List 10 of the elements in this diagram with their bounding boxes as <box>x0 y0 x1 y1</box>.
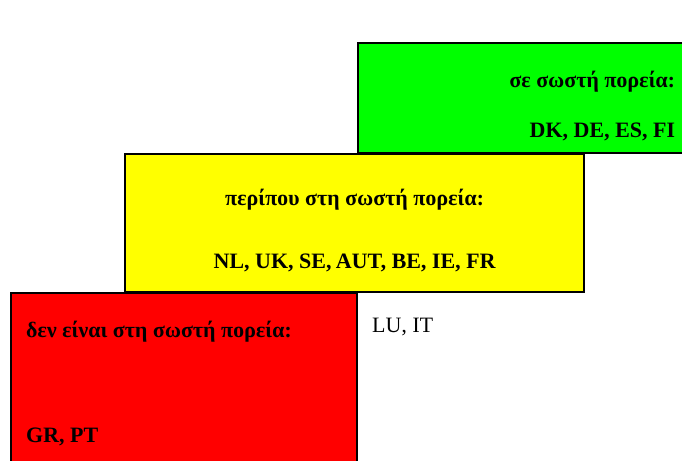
status-box <box>124 153 585 293</box>
status-heading: σε σωστή πορεία: <box>508 66 675 94</box>
country-list: LU, IT <box>372 312 434 338</box>
status-box <box>357 42 682 154</box>
status-heading: περίπου στη σωστή πορεία: <box>224 184 485 212</box>
country-list: DK, DE, ES, FI <box>369 114 675 145</box>
status-box <box>10 292 358 461</box>
country-list: GR, PT <box>26 419 342 450</box>
country-list: NL, UK, SE, AUT, BE, IE, FR <box>136 245 573 276</box>
status-heading: δεν είναι στη σωστή πορεία: <box>26 316 293 344</box>
